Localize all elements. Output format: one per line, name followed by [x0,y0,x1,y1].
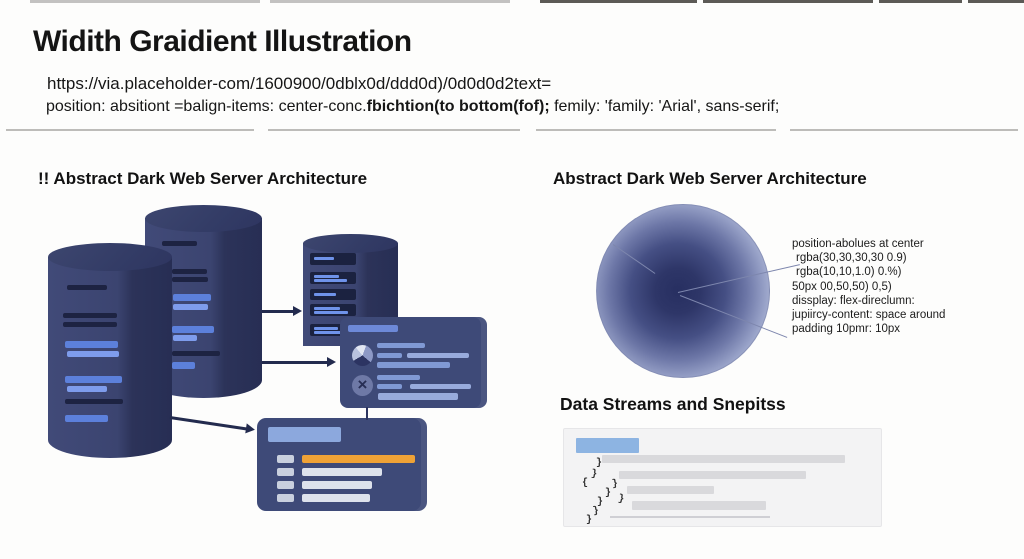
list-card [257,418,427,511]
pie-chart-icon [352,345,373,366]
brace-glyph: } [590,468,598,481]
brace-glyph: } [617,493,626,506]
annotation-line: rgba(10,10,1.0) 0.%) [796,266,902,279]
annotation-line: position-abolues at center [792,238,924,250]
flow-arrow-diagonal [169,416,256,435]
brace-glyph: } [596,458,603,469]
brace-glyph: { [582,478,589,489]
code-snippet-panel: } } { } } } } } } [563,428,882,527]
database-cylinder-front [48,243,172,458]
card-title-bar [348,325,398,332]
code-keyword-chip [576,438,639,453]
annotation-line: dissplay: flex-direclumn: [792,294,915,307]
annotation-line: 50px 00,50,50) 0,5) [792,280,892,293]
card-header-bar [268,427,341,442]
brace-glyph: } [605,488,612,499]
annotation-line: padding 10pmr: 10px [792,323,901,336]
placeholder-url-text: https://via.placeholder-com/1600900/0dbl… [47,74,552,93]
card-connector-line [365,407,368,420]
left-section-heading: !! Abstract Dark Web Server Architecture [38,169,368,188]
brace-glyph: } [586,515,593,526]
right-section-heading: Abstract Dark Web Server Architecture [553,169,867,188]
page-title: Widith Graidient Illustration [33,25,412,58]
cylinder-body [48,257,172,458]
server-top [303,234,398,253]
gradient-annotation-block: position-abolues at center rgba(30,30,30… [792,237,945,336]
css-snippet-bold: fbichtion(to bottom(fof); [366,98,550,115]
data-streams-heading: Data Streams and Snepitss [560,394,786,414]
x-circle-icon: × [352,375,373,396]
annotation-line: jupiircy-content: space around [792,309,946,322]
highlight-row-orange [302,455,415,463]
css-snippet-start: position: absitiont =balign-items: cente… [46,98,367,115]
dashboard-card: × [340,317,487,408]
css-snippet-text: position: absitiont =balign-items: cente… [46,98,779,116]
cylinder-top [145,205,262,232]
brace-glyph: } [592,505,600,518]
brace-glyph: } [611,478,619,491]
annotation-line: rgba(30,30,30,30 0.9) [796,252,907,265]
css-snippet-tail: femily: 'family: 'Arial', sans-serif; [549,98,780,115]
cylinder-top [48,243,172,271]
brace-glyph: } [597,497,604,508]
